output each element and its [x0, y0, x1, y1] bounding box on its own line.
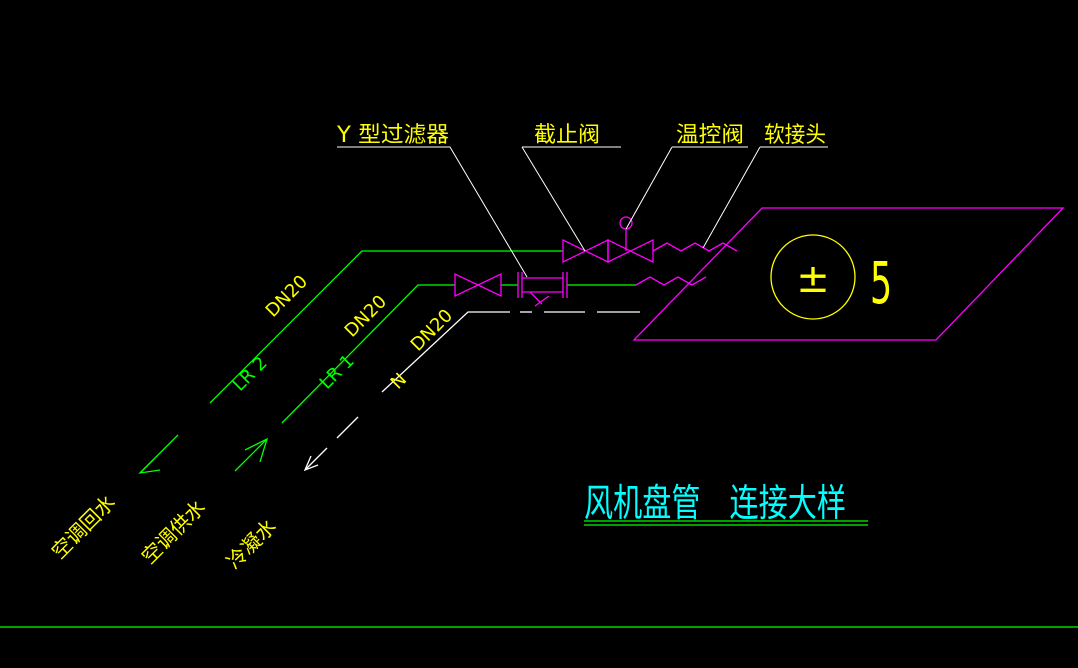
supply-pipe-code: LR 1 — [316, 351, 359, 394]
return-pipe-code: LR 2 — [229, 353, 272, 396]
drain-pipe-upper-2 — [381, 311, 510, 393]
stop-valve-return-icon — [562, 238, 609, 264]
flex-joint-upper — [652, 242, 738, 252]
supply-arrow-icon — [244, 437, 269, 463]
return-pipe-size: DN20 — [262, 271, 312, 321]
drain-pipe-code: N — [387, 369, 411, 393]
dest-return: 空调回水 — [47, 490, 121, 564]
label-stop-valve: 截止阀 — [534, 123, 600, 148]
y-strainer-icon — [517, 272, 568, 307]
return-pipe-upper — [209, 250, 563, 404]
unit-number: 5 — [870, 251, 892, 318]
drawing-title: 风机盘管 连接大样 — [584, 481, 846, 525]
drain-arrow-icon — [303, 455, 319, 472]
drain-pipe-lower — [304, 447, 328, 471]
supply-pipe-size: DN20 — [341, 291, 391, 341]
fan-coil-unit-outline — [632, 207, 1065, 341]
leader-lines — [337, 146, 828, 278]
return-arrow-icon — [138, 458, 161, 474]
supply-pipe-upper — [281, 284, 455, 424]
dest-supply: 空调供水 — [137, 495, 211, 569]
drain-pipe-size: DN20 — [407, 305, 457, 355]
flex-joint-lower — [635, 276, 707, 286]
supply-pipe-lower — [234, 438, 268, 472]
label-thermo-valve: 温控阀 — [676, 123, 744, 148]
drain-pipe-upper — [336, 416, 359, 439]
label-y-strainer: Y 型过滤器 — [336, 123, 449, 148]
label-flex-joint: 软接头 — [764, 123, 826, 148]
unit-symbol: ± — [796, 256, 830, 302]
stop-valve-supply-icon — [454, 272, 502, 298]
unit-circle — [770, 234, 856, 320]
thermo-valve-icon — [607, 216, 654, 264]
dest-drain: 冷凝水 — [222, 514, 281, 573]
